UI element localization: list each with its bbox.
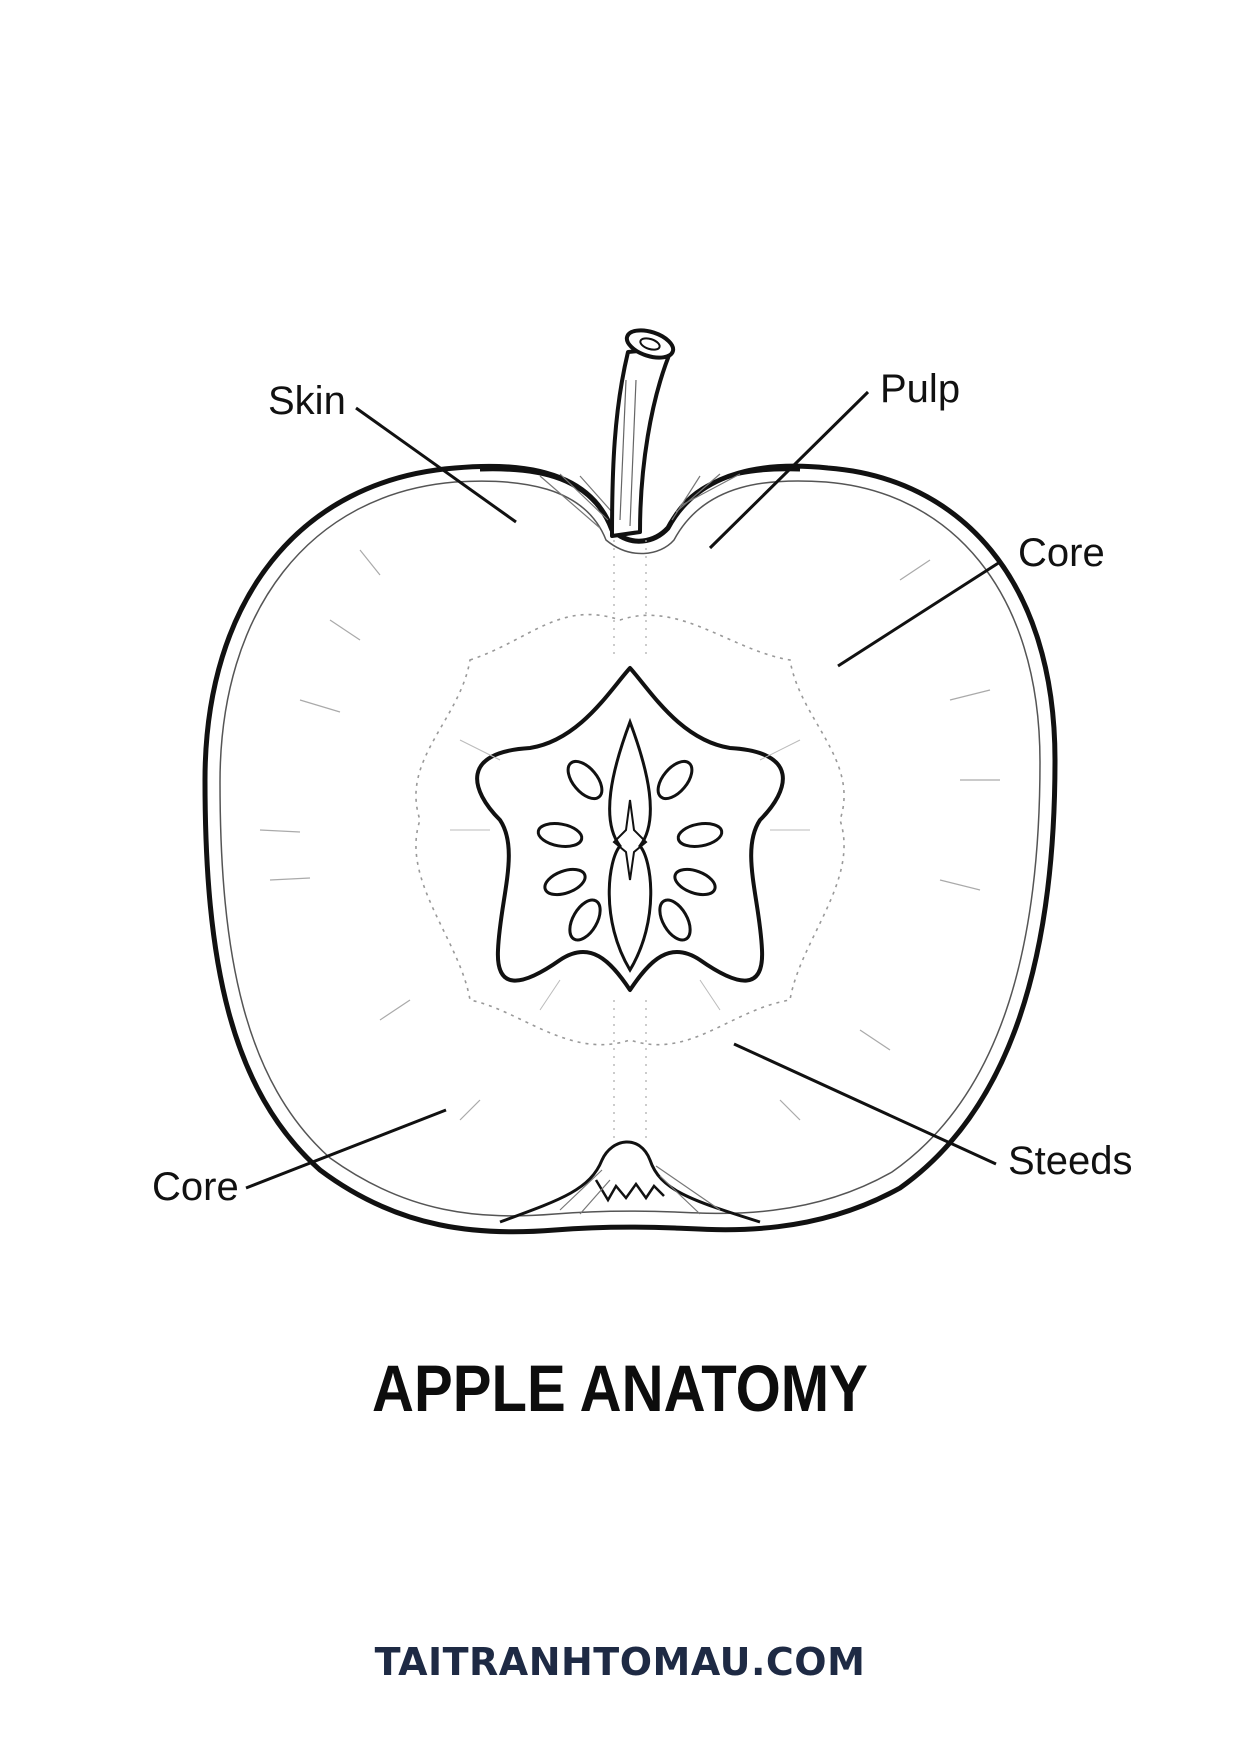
seed bbox=[676, 822, 724, 848]
label-seeds: Steeds bbox=[1008, 1139, 1133, 1183]
seed bbox=[543, 867, 587, 897]
leader-line-skin bbox=[355, 406, 517, 524]
blossom-sepals bbox=[594, 1179, 665, 1203]
flesh-texture bbox=[259, 549, 1000, 1121]
seed bbox=[536, 822, 584, 848]
leader-line-pulp bbox=[708, 390, 870, 550]
seeds bbox=[536, 759, 724, 942]
seed bbox=[566, 759, 604, 801]
label-core-right: Core bbox=[1018, 531, 1105, 575]
seed bbox=[658, 898, 692, 942]
stem-tip-center bbox=[639, 337, 661, 351]
core-column-slit bbox=[612, 799, 648, 881]
label-skin: Skin bbox=[268, 379, 346, 423]
blossom-cavity bbox=[499, 1140, 761, 1224]
stem-texture bbox=[619, 379, 637, 527]
blossom-hatching bbox=[559, 1165, 721, 1215]
stem-cavity bbox=[479, 468, 801, 543]
leader-lines bbox=[245, 390, 1001, 1190]
seed bbox=[568, 898, 602, 942]
chamber-radiating-lines bbox=[450, 739, 810, 1011]
page-title: APPLE ANATOMY bbox=[372, 1351, 868, 1425]
seed bbox=[656, 759, 694, 801]
label-core-left: Core bbox=[152, 1165, 239, 1209]
skin-inner-line bbox=[219, 480, 1041, 1217]
leader-line-core-left bbox=[245, 1108, 447, 1190]
stem-cavity-hatching bbox=[539, 473, 741, 529]
site-watermark: TAITRANHTOMAU.COM bbox=[374, 1640, 866, 1684]
leader-line-core-right bbox=[837, 560, 1001, 668]
label-pulp: Pulp bbox=[880, 367, 960, 411]
stem-tip bbox=[624, 328, 676, 360]
core-column bbox=[607, 717, 653, 973]
leader-line-seeds bbox=[733, 1042, 997, 1166]
seed bbox=[673, 867, 717, 897]
